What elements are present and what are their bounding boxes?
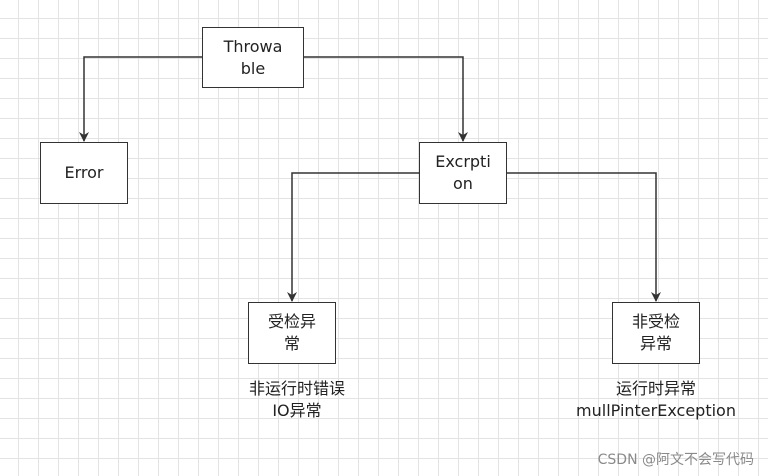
node-exception-label: Excrpti on	[435, 152, 491, 193]
node-unchecked-exception-label: 非受检 异常	[631, 312, 680, 353]
node-throwable-label: Throwa ble	[223, 36, 283, 78]
caption-checked-exception: 非运行时错误 IO异常	[248, 379, 345, 420]
watermark: CSDN @阿文不会写代码	[597, 452, 754, 468]
node-error-label: Error	[64, 163, 104, 182]
node-checked-exception-label: 受检异 常	[267, 312, 316, 353]
node-error[interactable]: Error	[40, 142, 128, 204]
caption-unchecked-exception: 运行时异常 mullPinterException	[576, 379, 736, 420]
node-unchecked-exception[interactable]: 非受检 异常	[612, 302, 700, 364]
edge-exception-checked	[287, 172, 419, 302]
node-exception[interactable]: Excrpti on	[419, 142, 507, 204]
node-checked-exception[interactable]: 受检异 常	[248, 302, 336, 364]
edge-throwable-error	[79, 56, 202, 142]
edge-throwable-exception	[304, 56, 468, 142]
node-throwable[interactable]: Throwa ble	[202, 27, 304, 88]
edge-exception-unchecked	[507, 172, 661, 302]
